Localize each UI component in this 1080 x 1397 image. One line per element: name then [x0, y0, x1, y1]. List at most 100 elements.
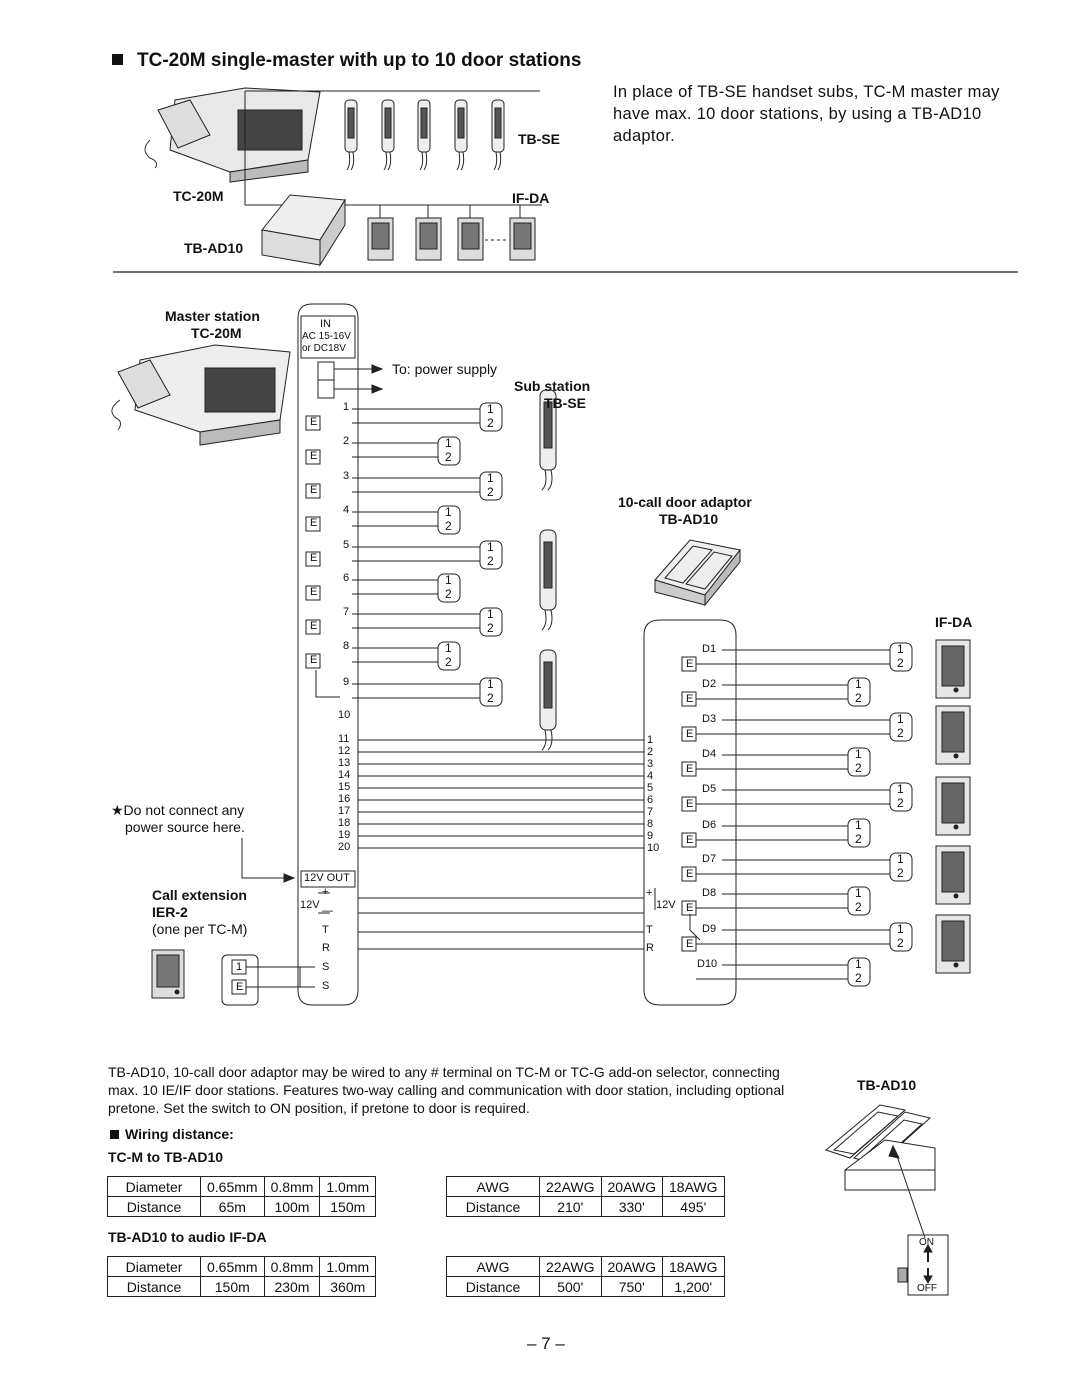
- connector-2-label: 2: [487, 416, 494, 430]
- trunk-lines: [358, 739, 644, 849]
- e-terminal-boxes: [305, 415, 340, 698]
- connector-2-label: 2: [897, 656, 904, 670]
- terminal-number: 10: [338, 709, 351, 721]
- terminal-number: 4: [343, 504, 350, 516]
- connector-2-label: 2: [487, 621, 494, 635]
- master-s2-label: S: [322, 980, 330, 992]
- connector-1-label: 1: [855, 677, 862, 691]
- terminal-number: 17: [338, 805, 351, 817]
- ifda-button: [953, 753, 959, 759]
- table-cell: 360m: [319, 1276, 377, 1297]
- terminal-number: 8: [343, 640, 350, 652]
- overview-diagram: [144, 87, 542, 267]
- e-terminal-box: [305, 653, 321, 669]
- table-cell: AWG: [446, 1256, 540, 1277]
- ifda-label: IF-DA: [935, 614, 973, 630]
- e-terminal-box: [305, 483, 321, 499]
- wiring-distance-text: Wiring distance:: [125, 1126, 234, 1142]
- door-terminal-label: D1: [702, 643, 717, 655]
- connector-1-2: [847, 957, 871, 987]
- connector-1-label: 1: [487, 540, 494, 554]
- overview-ifda-label: IF-DA: [512, 190, 550, 206]
- ifda-speaker: [941, 711, 965, 753]
- connector-1-2: [437, 436, 461, 466]
- ground-wire: [315, 670, 340, 698]
- out-12v-label: 12V OUT: [304, 872, 350, 884]
- table-cell: Distance: [446, 1196, 540, 1217]
- overview-tbse-label: TB-SE: [518, 131, 560, 147]
- master-r-label: R: [322, 942, 330, 954]
- e-label: E: [686, 763, 694, 775]
- connector-1-2: [479, 677, 503, 707]
- adaptor-terminal-number: 3: [647, 758, 654, 770]
- connector-1-label: 1: [445, 573, 452, 587]
- in-label: IN: [320, 318, 331, 330]
- adaptor-terminal-number: 9: [647, 830, 654, 842]
- table-cell: 65m: [200, 1196, 265, 1217]
- e-terminal-box: [305, 619, 321, 635]
- table-cell: 330': [600, 1196, 663, 1217]
- section2-title: TB-AD10 to audio IF-DA: [108, 1229, 267, 1245]
- connector-1-2: [437, 573, 461, 603]
- door-terminal-label: D5: [702, 783, 717, 795]
- door-terminal-label: D6: [702, 819, 717, 831]
- master-station-title: Master station: [165, 308, 260, 324]
- connector-1-label: 1: [897, 712, 904, 726]
- warning-text: ★Do not connect any: [111, 802, 245, 818]
- table-cell: 22AWG: [539, 1176, 602, 1197]
- connector-2-label: 2: [487, 554, 494, 568]
- connector-1-label: 1: [897, 852, 904, 866]
- connector-1-2: [889, 782, 913, 812]
- power-supply-label: To: power supply: [392, 361, 498, 377]
- e-label: E: [310, 450, 318, 462]
- ext-1-label: 1: [236, 961, 243, 973]
- door-terminal-label: D4: [702, 748, 717, 760]
- table-cell: 750': [600, 1276, 663, 1297]
- connector-1-2: [437, 641, 461, 671]
- overview-tc20m-label: TC-20M: [173, 188, 224, 204]
- adaptor-terminal-panel: [643, 619, 737, 1006]
- terminal-number: 11: [338, 733, 350, 745]
- connector-1-2: [437, 505, 461, 535]
- table-cell: 100m: [263, 1196, 321, 1217]
- adaptor-12v-label: 12V: [656, 899, 676, 911]
- sub-station-model: TB-SE: [544, 395, 586, 411]
- connector-1-2: [479, 607, 503, 637]
- table-cell: 230m: [263, 1276, 321, 1297]
- table-cell: 1.0mm: [319, 1176, 377, 1197]
- door-terminal-label: D2: [702, 678, 717, 690]
- table-cell: 1,200': [662, 1276, 725, 1297]
- connector-2-label: 2: [855, 832, 862, 846]
- table-cell: 20AWG: [600, 1256, 663, 1277]
- in-dc-label: or DC18V: [302, 343, 346, 354]
- table-cell: Diameter: [107, 1176, 201, 1197]
- wiring-distance-title: Wiring distance:: [110, 1126, 234, 1142]
- table-cell: 0.65mm: [200, 1176, 265, 1197]
- master-plus-label: +: [322, 886, 329, 898]
- warning-text-2: power source here.: [125, 819, 245, 835]
- tbse-handsets-icon: [344, 99, 505, 171]
- connector-2-label: 2: [897, 726, 904, 740]
- e-label: E: [686, 693, 694, 705]
- connector-1-label: 1: [897, 642, 904, 656]
- table-cell: Diameter: [107, 1256, 201, 1277]
- terminal-number: 3: [343, 470, 350, 482]
- ifda-speaker: [941, 782, 965, 824]
- door-terminal-label: D3: [702, 713, 717, 725]
- connector-1-2: [889, 642, 913, 672]
- door-terminal-label: D7: [702, 853, 717, 865]
- terminal-number: 13: [338, 757, 351, 769]
- table-cell: 495': [662, 1196, 725, 1217]
- connector-1-2: [889, 852, 913, 882]
- door-terminal-label: D10: [697, 958, 718, 970]
- adaptor-terminal-number: 7: [647, 806, 654, 818]
- tbad10-adaptor-drawing: [654, 539, 741, 607]
- table-cell: 20AWG: [600, 1176, 663, 1197]
- call-extension-model: IER-2: [152, 904, 188, 920]
- switch-off-label: OFF: [917, 1283, 937, 1294]
